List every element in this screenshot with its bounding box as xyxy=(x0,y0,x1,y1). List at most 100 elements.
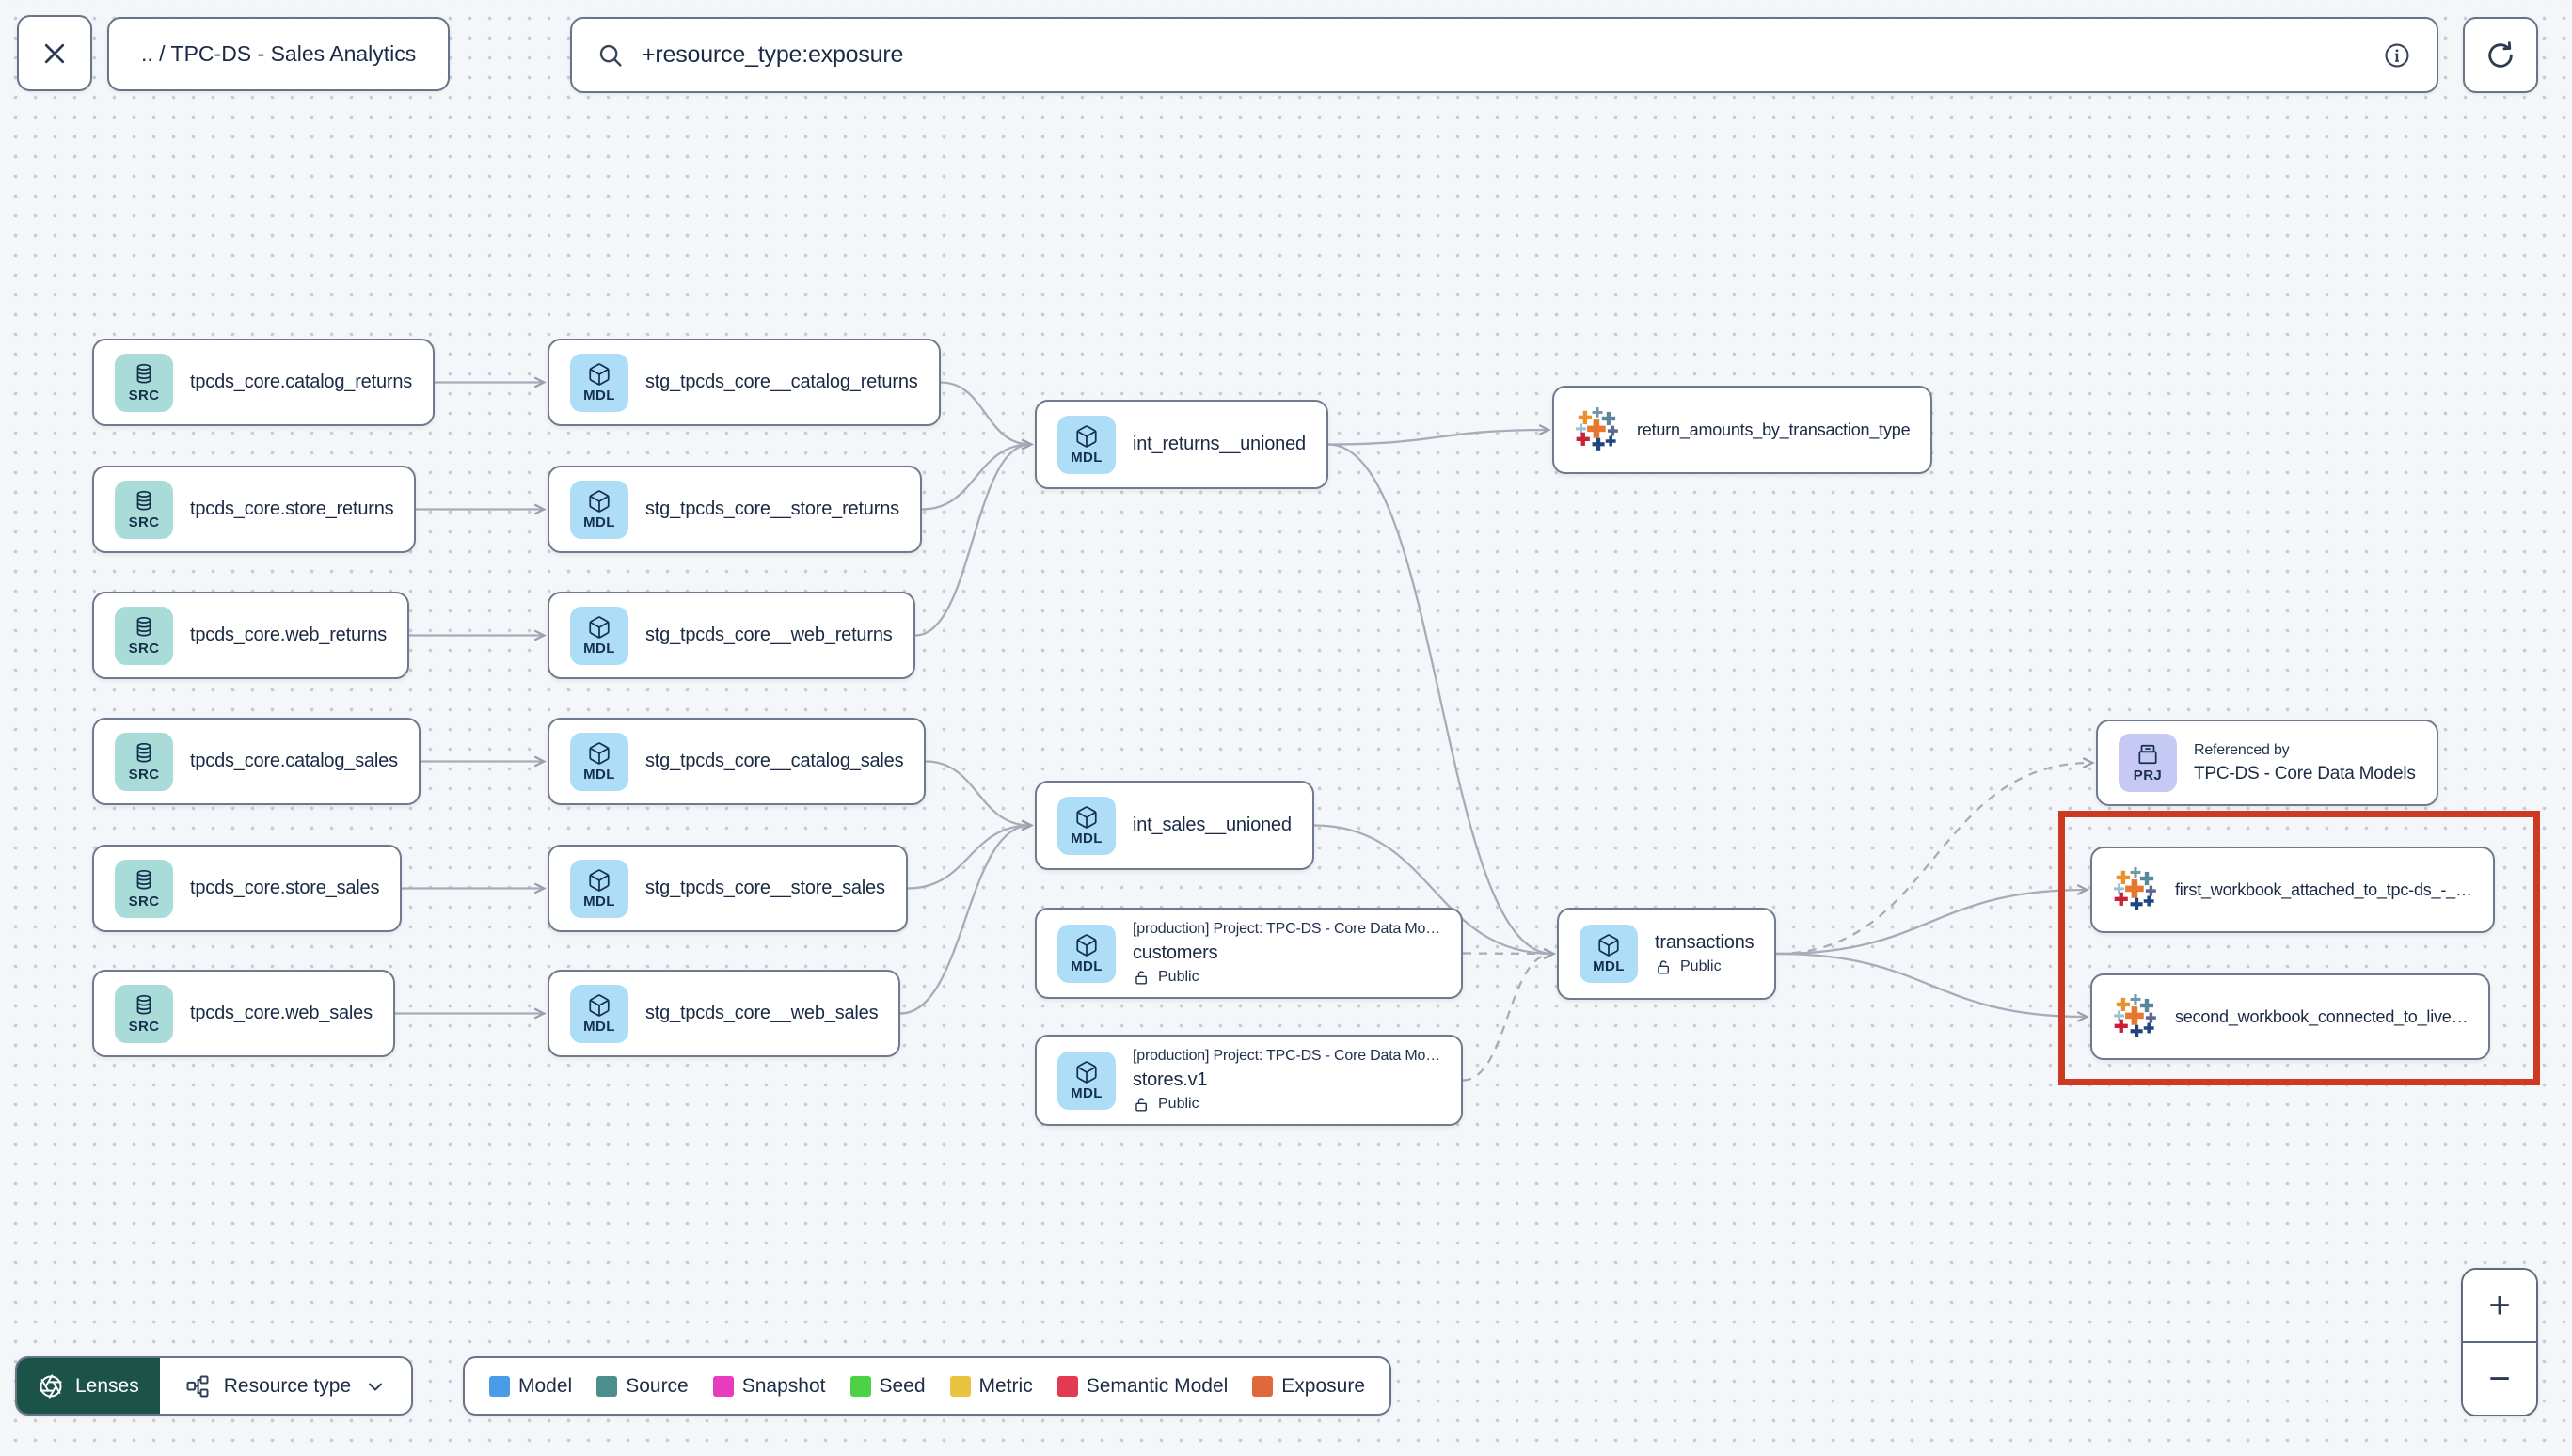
cube-icon xyxy=(1076,424,1097,448)
node-label: tpcds_core.catalog_sales xyxy=(190,751,398,771)
chevron-down-icon xyxy=(369,1383,383,1390)
lineage-node-src_catalog_returns[interactable]: SRC tpcds_core.catalog_returns xyxy=(92,339,436,426)
breadcrumb[interactable]: .. / TPC-DS - Sales Analytics xyxy=(107,17,451,91)
legend-swatch xyxy=(1056,1375,1078,1397)
zoom-out-label: − xyxy=(2488,1357,2511,1400)
edge-mdl_transactions-to-exp_first xyxy=(1775,890,2086,956)
node-label: stg_tpcds_core__web_returns xyxy=(645,625,893,645)
lineage-node-exp_return_amounts[interactable]: return_amounts_by_transaction_type xyxy=(1552,386,1933,474)
refresh-icon xyxy=(2488,40,2513,68)
lineage-node-mdl_stores[interactable]: MDL [production] Project: TPC-DS - Core … xyxy=(1035,1035,1464,1126)
lock-open-icon xyxy=(1135,1097,1147,1112)
node-label: int_returns__unioned xyxy=(1133,434,1306,454)
legend-item-snapshot: Snapshot xyxy=(712,1375,826,1398)
node-label: tpcds_core.web_sales xyxy=(190,1003,373,1023)
cube-icon xyxy=(589,362,610,386)
cube-icon xyxy=(1598,934,1619,957)
edge-int_returns-to-exp_return_amounts xyxy=(1327,430,1548,446)
cube-icon xyxy=(1076,933,1097,957)
lineage-node-stg_store_sales[interactable]: MDL stg_tpcds_core__store_sales xyxy=(548,845,908,932)
legend-label: Semantic Model xyxy=(1086,1374,1229,1397)
cube-icon xyxy=(1076,1060,1097,1084)
legend-item-model: Model xyxy=(489,1375,572,1398)
lineage-node-exp_second[interactable]: second_workbook_connected_to_live… xyxy=(2090,973,2491,1060)
node-label: tpcds_core.catalog_returns xyxy=(190,372,413,392)
node-label: stg_tpcds_core__store_sales xyxy=(645,878,885,898)
mdl-badge: MDL xyxy=(570,984,628,1043)
node-label: first_workbook_attached_to_tpc-ds_-_… xyxy=(2175,879,2472,899)
legend-item-exposure: Exposure xyxy=(1252,1375,1365,1398)
legend-label: Exposure xyxy=(1281,1374,1366,1397)
node-label: tpcds_core.web_returns xyxy=(190,625,388,645)
node-label: second_workbook_connected_to_live… xyxy=(2175,1006,2469,1026)
lenses-button[interactable]: Lenses xyxy=(17,1358,160,1414)
mdl-badge: MDL xyxy=(570,732,628,791)
node-label: int_sales__unioned xyxy=(1133,815,1292,835)
lineage-node-exp_first[interactable]: first_workbook_attached_to_tpc-ds_-_… xyxy=(2090,847,2495,933)
legend-item-seed: Seed xyxy=(849,1375,926,1398)
node-access: Public xyxy=(1133,1096,1440,1114)
node-referenced-by: Referenced by xyxy=(2194,741,2290,758)
resource-type-legend: Model Source Snapshot Seed Metric Semantic Mo… xyxy=(463,1356,1392,1416)
search-input[interactable] xyxy=(642,41,2365,69)
lineage-node-mdl_customers[interactable]: MDL [production] Project: TPC-DS - Core … xyxy=(1035,908,1464,999)
tableau-icon xyxy=(2114,867,2156,910)
node-access: Public xyxy=(1655,958,1754,976)
lineage-node-stg_catalog_returns[interactable]: MDL stg_tpcds_core__catalog_returns xyxy=(548,339,941,426)
cube-icon xyxy=(589,615,610,639)
database-icon xyxy=(136,490,151,511)
lineage-node-prj_ref[interactable]: PRJ Referenced by TPC-DS - Core Data Mod… xyxy=(2096,720,2438,806)
cube-icon xyxy=(589,868,610,892)
legend-swatch xyxy=(1252,1375,1274,1397)
mdl-badge: MDL xyxy=(570,859,628,918)
mdl-badge: MDL xyxy=(1057,924,1116,983)
database-icon xyxy=(136,742,151,763)
close-button[interactable] xyxy=(17,15,92,91)
refresh-button[interactable] xyxy=(2463,17,2538,93)
bottom-toolbar: Lenses Resource type xyxy=(15,1356,414,1416)
cube-icon xyxy=(589,993,610,1017)
node-label: stg_tpcds_core__catalog_returns xyxy=(645,372,918,392)
search-bar[interactable] xyxy=(570,17,2438,93)
database-icon xyxy=(136,994,151,1015)
cube-icon xyxy=(1076,805,1097,829)
edge-int_returns-to-mdl_transactions xyxy=(1327,443,1552,955)
legend-item-metric: Metric xyxy=(949,1375,1033,1398)
node-label: stg_tpcds_core__store_returns xyxy=(645,499,899,519)
node-access: Public xyxy=(1133,969,1440,987)
lineage-node-stg_web_sales[interactable]: MDL stg_tpcds_core__web_sales xyxy=(548,970,901,1057)
mdl-badge: MDL xyxy=(570,353,628,412)
edge-mdl_transactions-to-prj_ref xyxy=(1775,763,2091,956)
lock-open-icon xyxy=(1658,959,1669,974)
resource-type-dropdown[interactable]: Resource type xyxy=(159,1358,412,1414)
zoom-controls: + − xyxy=(2461,1268,2538,1416)
zoom-in-label: + xyxy=(2488,1284,2511,1326)
legend-item-source: Source xyxy=(596,1375,689,1398)
zoom-in-button[interactable]: + xyxy=(2463,1270,2536,1341)
node-label: stg_tpcds_core__web_sales xyxy=(645,1003,879,1023)
edge-mdl_stores-to-mdl_transactions xyxy=(1462,954,1552,1082)
node-label: tpcds_core.store_returns xyxy=(190,499,394,519)
legend-item-semantic-model: Semantic Model xyxy=(1056,1374,1229,1398)
node-label: tpcds_core.store_sales xyxy=(190,878,380,898)
info-icon[interactable] xyxy=(2382,40,2412,71)
edge-stg_catalog_sales-to-int_sales xyxy=(925,760,1030,826)
legend-swatch xyxy=(712,1375,734,1397)
resource-type-label: Resource type xyxy=(223,1374,352,1397)
zoom-out-button[interactable]: − xyxy=(2463,1341,2536,1415)
src-badge: SRC xyxy=(115,353,173,412)
legend-swatch xyxy=(596,1375,618,1397)
lineage-node-mdl_transactions[interactable]: MDL transactions Public xyxy=(1557,908,1777,1000)
